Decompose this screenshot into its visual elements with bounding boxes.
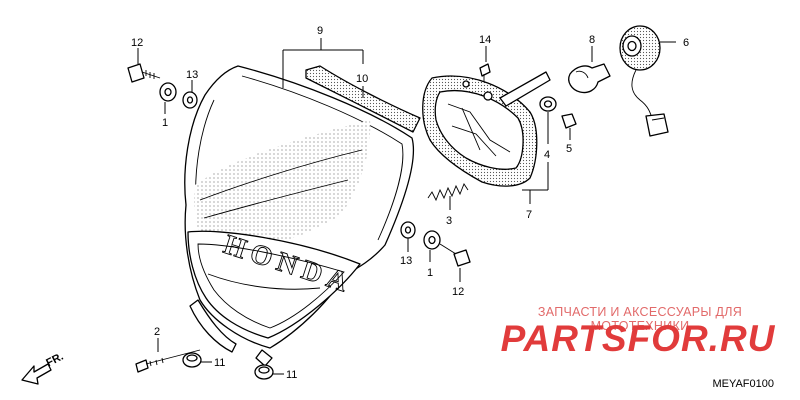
callout-1-right: 1 bbox=[427, 267, 433, 279]
callout-2: 2 bbox=[154, 326, 160, 338]
watermark-brand: PARTSFOR.RU bbox=[500, 318, 776, 359]
headlight-bulb bbox=[568, 63, 611, 94]
callout-4: 4 bbox=[544, 149, 550, 161]
callout-11-right: 11 bbox=[286, 369, 297, 381]
bulb-socket bbox=[619, 25, 669, 137]
callout-13-left: 13 bbox=[186, 69, 198, 81]
callout-9: 9 bbox=[317, 25, 323, 37]
leader-lines bbox=[137, 38, 676, 375]
callout-13-right: 13 bbox=[400, 255, 412, 267]
callout-5: 5 bbox=[566, 143, 572, 155]
diagram-code: MEYAF0100 bbox=[712, 378, 774, 390]
callout-10: 10 bbox=[356, 73, 368, 85]
callout-3: 3 bbox=[446, 215, 452, 227]
bolt-set-right bbox=[400, 221, 471, 267]
headlight-unit bbox=[422, 71, 551, 187]
bolt-set-left bbox=[127, 63, 198, 109]
headlight-cowl: HONDA bbox=[184, 65, 415, 367]
grommet-4 bbox=[539, 96, 557, 112]
watermark-tagline: ЗАПЧАСТИ И АКСЕССУАРЫ ДЛЯ МОТОТЕХНИКИ bbox=[537, 305, 743, 333]
callout-6: 6 bbox=[683, 37, 689, 49]
screw-14 bbox=[479, 63, 491, 82]
callout-14: 14 bbox=[479, 34, 491, 46]
bolt-2 bbox=[135, 349, 201, 373]
cowl-seal-strip bbox=[305, 65, 421, 133]
wing-logo-shading bbox=[194, 120, 371, 251]
adjusting-spring bbox=[427, 183, 469, 202]
callout-8: 8 bbox=[589, 34, 595, 46]
callout-1-left: 1 bbox=[162, 117, 168, 129]
callout-12-right: 12 bbox=[452, 286, 464, 298]
nut-5 bbox=[561, 113, 577, 129]
callout-11-left: 11 bbox=[214, 357, 225, 369]
grommet-11-left bbox=[182, 352, 202, 368]
grommet-11-right bbox=[254, 364, 274, 380]
front-direction-arrow bbox=[21, 363, 52, 385]
callout-12-left: 12 bbox=[131, 37, 143, 49]
callout-7: 7 bbox=[526, 209, 532, 221]
callouts: 9 10 12 13 1 14 8 6 4 5 7 3 13 1 12 2 11… bbox=[131, 25, 689, 381]
